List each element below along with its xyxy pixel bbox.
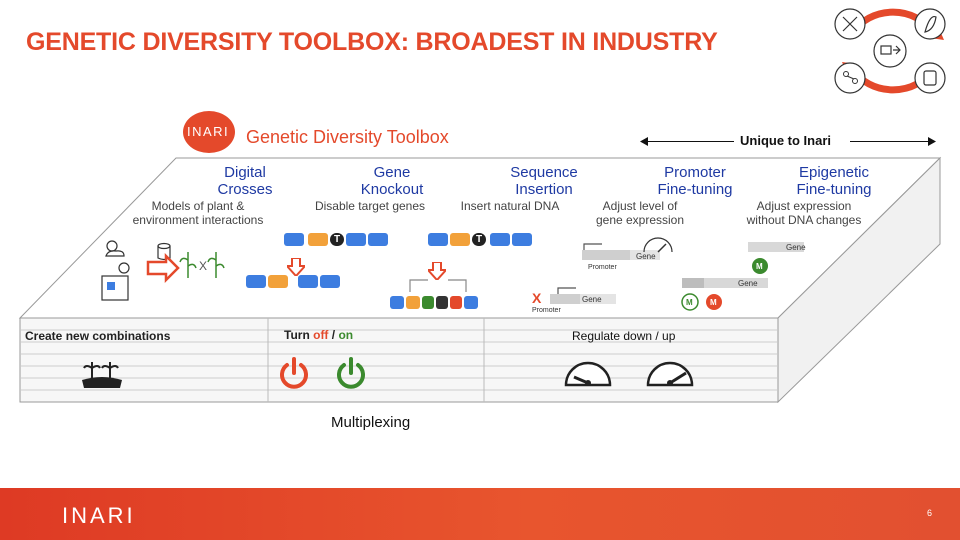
down-arrow-icon — [428, 262, 446, 280]
dna-segment — [320, 275, 340, 288]
page-number: 6 — [926, 508, 932, 518]
footer-bar: INARI 6 — [0, 488, 960, 540]
dna-segment — [512, 233, 532, 246]
dna-segment — [390, 296, 404, 309]
map-icon — [101, 275, 129, 301]
gene-label: Gene — [786, 243, 806, 252]
database-icon — [157, 242, 171, 261]
t-marker — [472, 233, 486, 246]
dna-segment — [298, 275, 318, 288]
digital-crosses-illustration: X — [101, 240, 225, 301]
dna-segment — [268, 275, 288, 288]
column-desc-digital-crosses: Models of plant & environment interactio… — [132, 199, 264, 227]
dna-segment — [450, 233, 470, 246]
workflow-icon — [873, 34, 907, 68]
toolbox-title: Genetic Diversity Toolbox — [246, 127, 449, 147]
corn-plant-icon — [179, 252, 225, 278]
column-desc-epigenetic-fine-tuning: Adjust expression without DNA changes — [746, 199, 862, 227]
turn-off-on-label: Turn off / on — [284, 328, 354, 342]
promoter-label: Promoter — [588, 264, 617, 271]
inserted-dna-segment — [436, 296, 448, 309]
cross-symbol: X — [199, 259, 207, 273]
column-desc-gene-knockout: Disable target genes — [314, 199, 426, 213]
unique-bracket-right — [850, 141, 930, 142]
arrow-right-icon — [146, 252, 180, 284]
inserted-dna-segment — [450, 296, 462, 309]
unique-bracket-left — [646, 141, 734, 142]
power-off-icon — [280, 357, 308, 389]
create-combinations-label: Create new combinations — [25, 329, 171, 343]
gene-label: Gene — [582, 295, 602, 304]
leaf-icon — [914, 8, 946, 40]
dna-segment — [490, 233, 510, 246]
footer-logo: INARI — [62, 503, 136, 528]
promoter-diagram — [550, 237, 673, 304]
dna-segment — [406, 296, 420, 309]
thermometer-icon — [118, 262, 130, 274]
epigenetic-diagram — [681, 242, 804, 311]
regulate-label: Regulate down / up — [572, 329, 676, 343]
gauge-icon — [643, 237, 673, 253]
plant-network-icon — [834, 62, 866, 94]
multiplexing-label: Multiplexing — [331, 414, 411, 431]
methylation-marker — [752, 258, 768, 274]
plants-in-soil-icon — [82, 362, 122, 388]
column-desc-sequence-insertion: Insert natural DNA — [460, 199, 560, 213]
column-title-sequence-insertion: Sequence Insertion — [510, 164, 578, 198]
inari-logo-text: INARI — [187, 124, 230, 139]
m-marker-label: M — [756, 262, 763, 271]
inserted-dna-segment — [422, 296, 434, 309]
gene-label: Gene — [636, 252, 656, 261]
t-marker-label: T — [476, 234, 483, 245]
unique-to-inari-label: Unique to Inari — [740, 133, 831, 148]
slide-title: GENETIC DIVERSITY TOOLBOX: BROADEST IN I… — [26, 28, 718, 56]
seed-bag-icon — [914, 62, 946, 94]
methylation-marker — [681, 293, 699, 311]
down-arrow-icon — [287, 258, 305, 276]
dna-segment — [368, 233, 388, 246]
power-on-icon — [337, 357, 365, 389]
column-desc-promoter-fine-tuning: Adjust level of gene expression — [595, 199, 685, 227]
dna-segment — [346, 233, 366, 246]
column-title-digital-crosses: Digital Crosses — [217, 164, 273, 198]
m-marker-label: M — [710, 298, 717, 307]
dna-segment — [428, 233, 448, 246]
dna-segment — [464, 296, 478, 309]
gauge-high-icon — [646, 361, 694, 387]
gene-label: Gene — [738, 279, 758, 288]
methylation-marker — [706, 294, 722, 310]
t-marker — [330, 233, 344, 246]
process-cycle-graphic — [834, 8, 946, 94]
dna-segment — [246, 275, 266, 288]
m-marker-label: M — [686, 298, 693, 307]
column-title-epigenetic-fine-tuning: Epigenetic Fine-tuning — [796, 164, 872, 198]
t-marker-label: T — [334, 234, 341, 245]
gauge-low-icon — [564, 361, 612, 387]
column-title-gene-knockout: Gene Knockout — [360, 164, 424, 198]
dna-segment — [284, 233, 304, 246]
column-title-promoter-fine-tuning: Promoter Fine-tuning — [657, 164, 733, 198]
weather-icon — [105, 240, 125, 257]
dna-segment — [308, 233, 328, 246]
knockout-cross-symbol: X — [532, 290, 542, 306]
insertion-brackets — [409, 279, 467, 292]
inari-logo-circle — [183, 111, 235, 153]
arrow-right-icon — [928, 137, 936, 146]
promoter-label: Promoter — [532, 307, 561, 314]
arrow-left-icon — [640, 137, 648, 146]
